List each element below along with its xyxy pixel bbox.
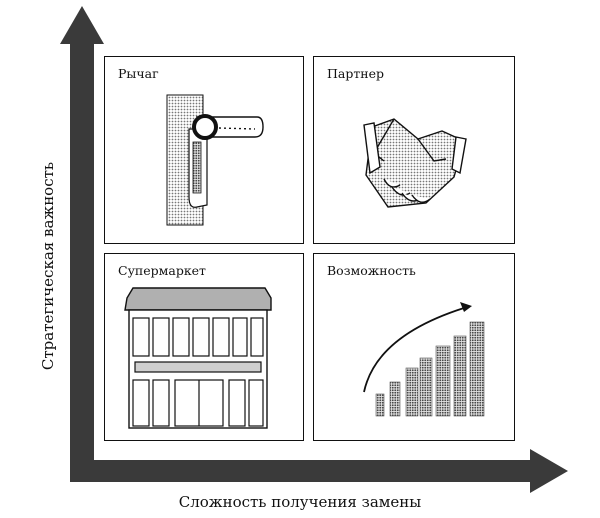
- quadrant-title-partner: Партнер: [327, 66, 385, 81]
- growth-chart-icon: [363, 302, 485, 417]
- supermarket-icon: [124, 287, 272, 429]
- quadrant-title-supermarket: Супермаркет: [118, 263, 206, 278]
- quadrant-title-opportunity: Возможность: [327, 263, 416, 278]
- x-axis-arrow: [70, 449, 568, 493]
- lever-icon: [166, 94, 264, 226]
- y-axis-arrow: [60, 6, 104, 480]
- quadrant-leverage: Рычаг: [104, 56, 304, 244]
- x-axis-label: Сложность получения замены: [178, 493, 422, 511]
- handshake-icon: [363, 118, 467, 208]
- y-axis-label: Стратегическая важность: [39, 161, 57, 371]
- quadrant-partner: Партнер: [313, 56, 515, 244]
- quadrant-supermarket: Супермаркет: [104, 253, 304, 441]
- quadrant-opportunity: Возможность: [313, 253, 515, 441]
- quadrant-title-leverage: Рычаг: [118, 66, 159, 81]
